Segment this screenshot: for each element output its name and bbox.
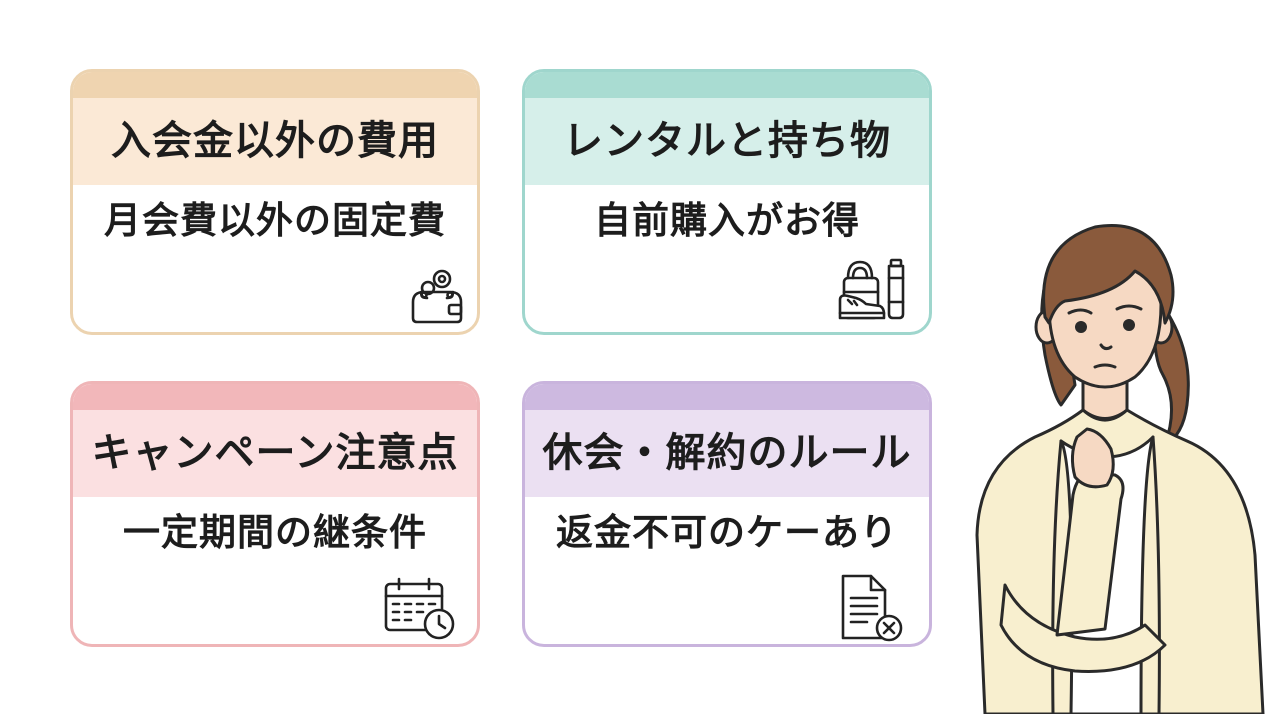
- card-subtitle: 一定期間の継条件: [123, 511, 427, 554]
- card-suspension-cancellation-rules: 休会・解約のルール 返金不可のケーあり: [522, 381, 932, 647]
- card-header: 入会金以外の費用: [73, 72, 477, 185]
- gym-bag-shoes-bottle-icon: [838, 258, 905, 320]
- card-title: キャンペーン注意点: [91, 429, 459, 476]
- calendar-clock-icon: [384, 577, 455, 640]
- card-subtitle: 月会費以外の固定費: [104, 199, 446, 242]
- card-other-fees: 入会金以外の費用 月会費以外の固定費: [70, 69, 480, 335]
- card-campaign-cautions: キャンペーン注意点 一定期間の継条件: [70, 381, 480, 647]
- card-title: 入会金以外の費用: [111, 117, 439, 164]
- thinking-woman-illustration: [975, 224, 1265, 714]
- card-header: キャンペーン注意点: [73, 384, 477, 497]
- card-rental-and-belongings: レンタルと持ち物 自前購入がお得: [522, 69, 932, 335]
- card-title: レンタルと持ち物: [563, 117, 891, 164]
- card-title: 休会・解約のルール: [542, 429, 912, 476]
- wallet-icon: [411, 269, 463, 324]
- card-header: 休会・解約のルール: [525, 384, 929, 497]
- card-subtitle: 返金不可のケーあり: [556, 511, 898, 554]
- document-cancel-icon: [841, 574, 903, 642]
- card-subtitle: 自前購入がお得: [594, 199, 860, 242]
- card-header: レンタルと持ち物: [525, 72, 929, 185]
